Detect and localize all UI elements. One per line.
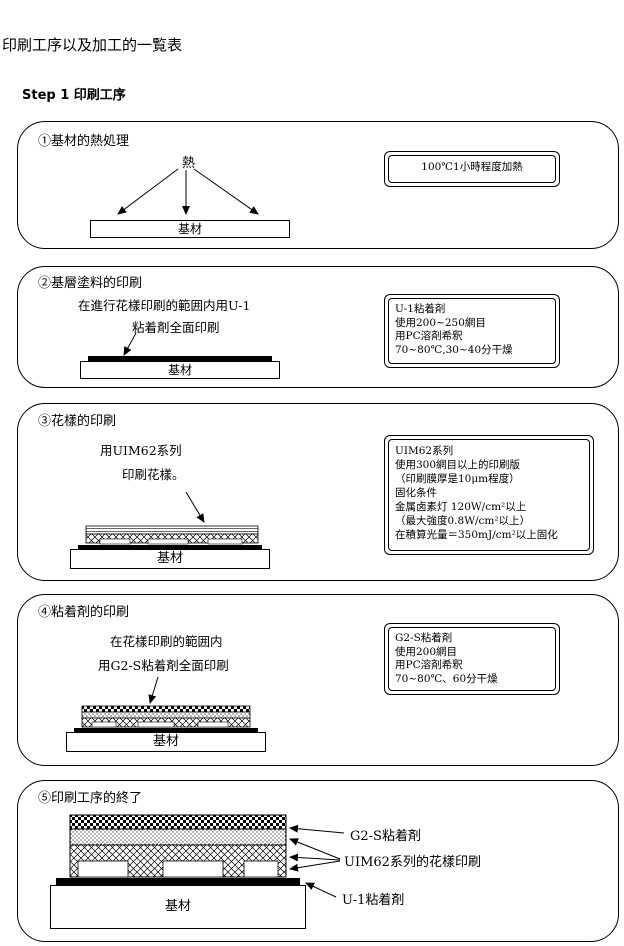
note-line: 金属卤素灯 120W/cm²以上 [395,501,527,513]
note-line: U-1粘着剤 [395,303,446,315]
substrate: 基材 [70,549,270,569]
adhesive-print-diagram [74,676,258,732]
panel-base-coat: ②基層塗料的印刷 在進行花樣印刷的範囲内用U-1 粘着剤全面印刷 基材 U-1粘… [17,266,619,388]
page-title: 印刷工序以及加工的一覧表 [2,36,183,54]
finished-stack-diagram [56,814,345,898]
caption-line: 在進行花樣印刷的範囲内用U-1 [78,298,251,313]
note-line: 100℃1小時程度加熱 [421,161,523,173]
substrate: 基材 [90,220,290,238]
panel-heat-treatment: ①基材的熱処理 熱 基材 100℃1小時程度加熱 [17,121,619,249]
caption-line: 印刷花樣。 [122,467,185,482]
caption-line: 在花樣印刷的範囲内 [110,634,223,649]
panel-pattern-print: ③花樣的印刷 用UIM62系列 印刷花樣。 基材 UIM62系列 使用300網目… [17,403,619,581]
note-line: G2-S粘着剤 [395,632,453,644]
note-u1-adhesive: U-1粘着剤 使用200~250網目 用PC溶剤希釈 70~80℃,30~40分… [384,294,560,368]
panel-title: ③花樣的印刷 [38,414,117,429]
panel-title: ②基層塗料的印刷 [38,276,143,291]
caption-line: 用G2-S粘着剤全面印刷 [98,658,229,673]
base-coat-diagram [88,332,272,361]
substrate: 基材 [50,885,306,929]
panel-title: ①基材的熱処理 [38,134,130,149]
note-heat: 100℃1小時程度加熱 [384,151,560,187]
panel-finished: ⑤印刷工序的終了 基材 G2-S粘着剤 UIM62系列的花樣印刷 U-1粘着剤 [17,780,619,942]
note-line: 在積算光量＝350mJ/cm²以上固化 [395,529,558,541]
heat-arrows [117,168,259,215]
note-line: 用PC溶剤希釈 [395,659,463,671]
note-line: （印刷膜厚是10μm程度） [395,473,520,485]
step-heading: Step 1 印刷工序 [22,88,126,103]
panel-title: ④粘着剤的印刷 [38,605,130,620]
caption-line: 用UIM62系列 [100,443,182,458]
note-line: UIM62系列 [395,445,454,457]
caption-line: 粘着剤全面印刷 [132,320,220,335]
panel-adhesive-print: ④粘着剤的印刷 在花樣印刷的範囲内 用G2-S粘着剤全面印刷 基材 G2-S粘着… [17,594,619,766]
layer-label-u1: U-1粘着剤 [342,893,405,908]
note-line: 固化条件 [395,487,437,499]
note-g2s-adhesive: G2-S粘着剤 使用200網目 用PC溶剤希釈 70~80℃、60分干燥 [384,623,560,695]
note-line: 70~80℃、60分干燥 [395,672,498,685]
panel-title: ⑤印刷工序的終了 [38,791,143,806]
note-line: 70~80℃,30~40分干燥 [395,343,513,356]
note-uim62: UIM62系列 使用300網目以上的印刷版 （印刷膜厚是10μm程度） 固化条件… [384,435,594,555]
pattern-print-diagram [78,491,262,549]
substrate: 基材 [80,361,280,379]
substrate: 基材 [66,732,266,752]
layer-label-g2s: G2-S粘着剤 [350,829,421,844]
note-line: 使用200網目 [395,645,458,658]
note-line: （最大強度0.8W/cm²以上） [395,515,531,527]
layer-label-uim62: UIM62系列的花樣印刷 [344,855,481,870]
heat-label: 熱 [182,156,196,171]
note-line: 使用300網目以上的印刷版 [395,459,521,471]
note-line: 用PC溶剤希釈 [395,330,463,342]
note-line: 使用200~250網目 [395,316,486,329]
